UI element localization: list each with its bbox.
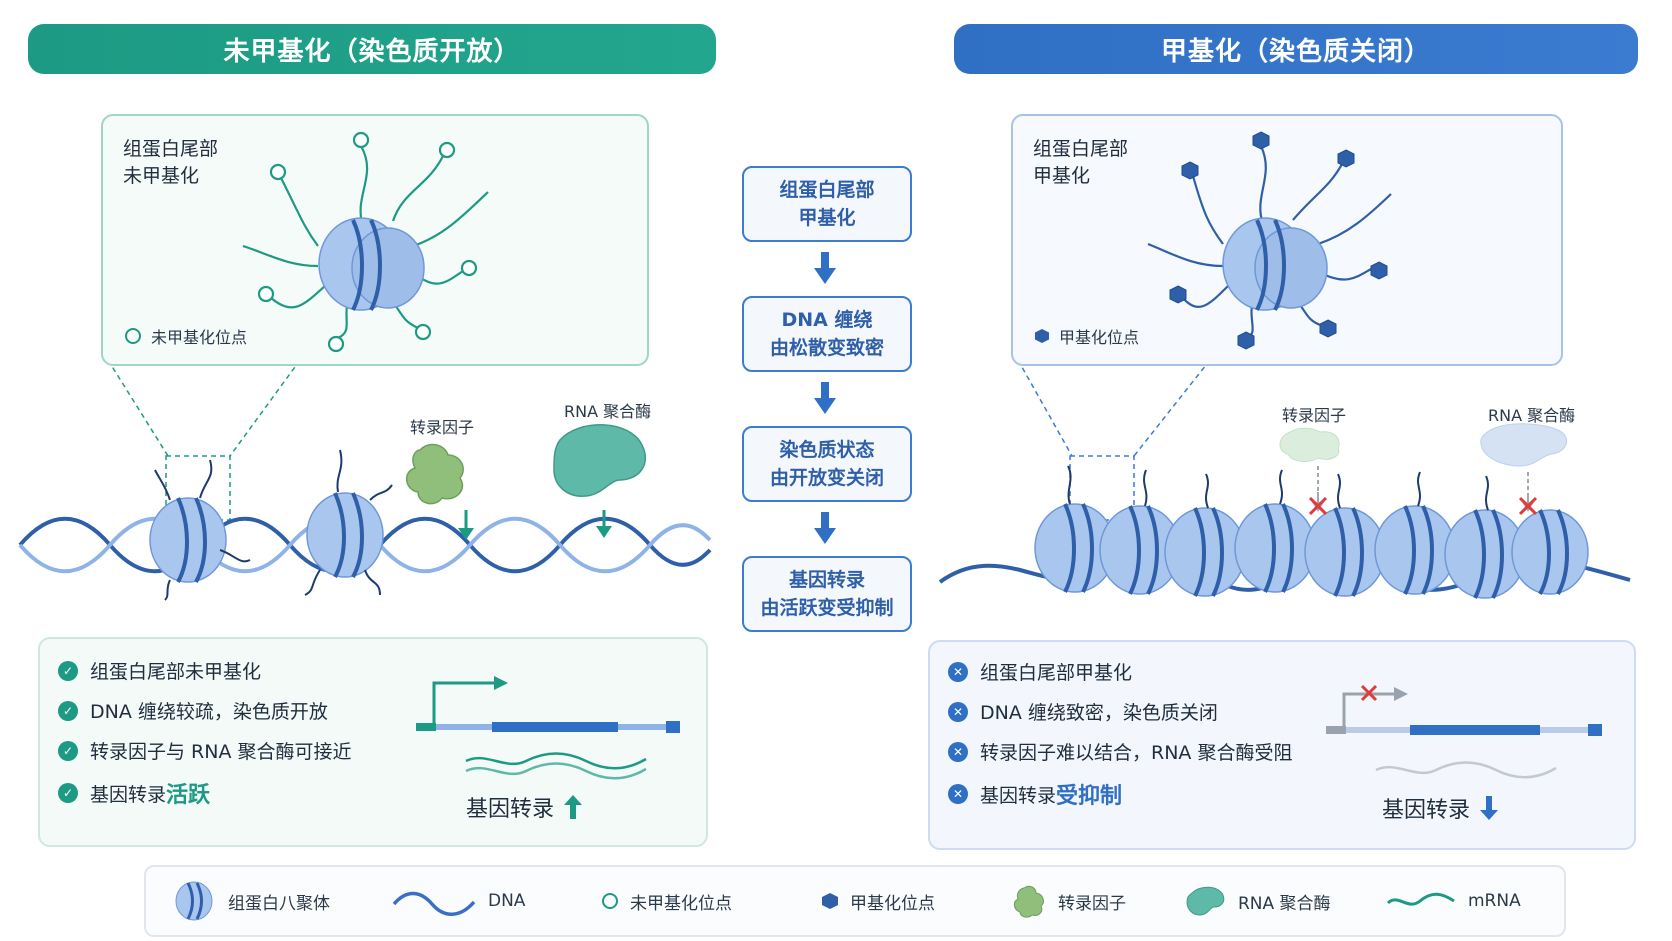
- summary-bullet: ✕转录因子难以结合，RNA 聚合酶受阻: [948, 738, 1292, 765]
- down-arrow-icon: [814, 382, 836, 414]
- zoom-legend: 甲基化位点: [1035, 324, 1139, 348]
- rnap-label: RNA 聚合酶: [564, 402, 652, 421]
- histone-octamer-icon: [175, 881, 213, 921]
- down-arrow-icon: [814, 512, 836, 544]
- legend-item-methylated: 甲基化位点: [822, 867, 935, 935]
- histone-octamer-icon: [304, 449, 393, 596]
- gene-transcription-repressed: 基因转录: [1382, 792, 1499, 824]
- check-icon: ✓: [58, 740, 78, 761]
- tf-label: 转录因子: [410, 418, 475, 437]
- closed-chromatin-illustration: [938, 423, 1631, 599]
- zoom-legend-text: 未甲基化位点: [151, 328, 248, 347]
- emphasis-text: 活跃: [166, 783, 211, 808]
- legend-item-histone: 组蛋白八聚体: [172, 867, 330, 935]
- block-x-icon: [1518, 496, 1538, 516]
- transcription-factor-icon: [1013, 885, 1044, 918]
- zoom-label: 组蛋白尾部 甲基化: [1033, 138, 1129, 187]
- flow-step-1: 组蛋白尾部 甲基化: [742, 166, 912, 242]
- block-x-icon: [1308, 496, 1328, 516]
- check-icon: ✓: [58, 783, 78, 803]
- check-icon: ✓: [58, 700, 78, 721]
- summary-bullet: ✓DNA 缠绕较疏，染色质开放: [58, 697, 328, 724]
- flow-step-2: DNA 缠绕 由松散变致密: [742, 296, 912, 372]
- methylated-site-icon: [1035, 329, 1049, 343]
- down-arrow-icon: [814, 252, 836, 284]
- right-summary-panel: ✕组蛋白尾部甲基化 ✕DNA 缠绕致密，染色质关闭 ✕转录因子难以结合，RNA …: [928, 640, 1636, 850]
- zoom-label: 组蛋白尾部 未甲基化: [123, 138, 219, 187]
- zoom-legend: 未甲基化位点: [125, 324, 247, 348]
- flow-step-3: 染色质状态 由开放变关闭: [742, 426, 912, 502]
- summary-bullet: ✓基因转录活跃: [58, 777, 210, 809]
- unmethylated-site-icon: [125, 328, 141, 344]
- summary-bullet: ✕DNA 缠绕致密，染色质关闭: [948, 698, 1218, 725]
- active-gene-icon: [416, 676, 680, 780]
- open-chromatin-illustration: [18, 424, 712, 601]
- mrna-icon: [1386, 892, 1455, 906]
- left-banner: 未甲基化（染色质开放）: [28, 24, 716, 74]
- legend-bar: 组蛋白八聚体 DNA 未甲基化位点 甲基化位点 转录因子 RNA 聚合酶 mRN…: [144, 865, 1566, 937]
- transcription-factor-icon: [1279, 427, 1340, 462]
- cross-icon: ✕: [948, 661, 968, 682]
- summary-bullet: ✓转录因子与 RNA 聚合酶可接近: [58, 737, 352, 764]
- summary-bullet: ✕组蛋白尾部甲基化: [948, 658, 1132, 685]
- check-icon: ✓: [58, 660, 78, 681]
- legend-item-mrna: mRNA: [1386, 867, 1521, 935]
- unmethylated-nucleosome-icon: [242, 131, 489, 353]
- unmethylated-site-icon: [602, 893, 618, 909]
- left-summary-panel: ✓组蛋白尾部未甲基化 ✓DNA 缠绕较疏，染色质开放 ✓转录因子与 RNA 聚合…: [38, 637, 708, 847]
- cross-icon: ✕: [948, 784, 968, 804]
- methylated-nucleosome-icon: [1147, 131, 1392, 350]
- rna-polymerase-icon: [1480, 423, 1567, 467]
- gene-transcription-active: 基因转录: [466, 791, 583, 823]
- repressed-gene-icon: [1326, 684, 1602, 779]
- tf-label: 转录因子: [1282, 406, 1347, 425]
- zoom-legend-text: 甲基化位点: [1059, 328, 1140, 347]
- rnap-label: RNA 聚合酶: [1488, 406, 1576, 425]
- rna-polymerase-icon: [553, 424, 647, 497]
- legend-item-unmethylated: 未甲基化位点: [602, 867, 732, 935]
- flow-step-4: 基因转录 由活跃变受抑制: [742, 556, 912, 632]
- right-banner: 甲基化（染色质关闭）: [954, 24, 1638, 74]
- methylated-zoom-panel: 组蛋白尾部 甲基化: [1011, 114, 1563, 366]
- cross-icon: ✕: [948, 701, 968, 722]
- histone-octamer-icon: [149, 459, 251, 601]
- up-arrow-icon: [564, 795, 583, 819]
- rna-polymerase-icon: [1186, 886, 1225, 916]
- down-arrow-icon: [1480, 796, 1499, 820]
- summary-bullet: ✕基因转录受抑制: [948, 778, 1122, 810]
- emphasis-text: 受抑制: [1056, 784, 1123, 809]
- transcription-factor-icon: [406, 443, 464, 505]
- legend-item-dna: DNA: [392, 867, 525, 935]
- legend-item-tf: 转录因子: [1012, 867, 1126, 935]
- summary-bullet: ✓组蛋白尾部未甲基化: [58, 657, 261, 684]
- cross-icon: ✕: [948, 741, 968, 762]
- legend-item-rnap: RNA 聚合酶: [1186, 867, 1331, 935]
- dna-icon: [392, 891, 476, 916]
- unmethylated-zoom-panel: 组蛋白尾部 未甲基化 未甲基化位点: [101, 114, 649, 366]
- methylated-site-icon: [822, 893, 838, 909]
